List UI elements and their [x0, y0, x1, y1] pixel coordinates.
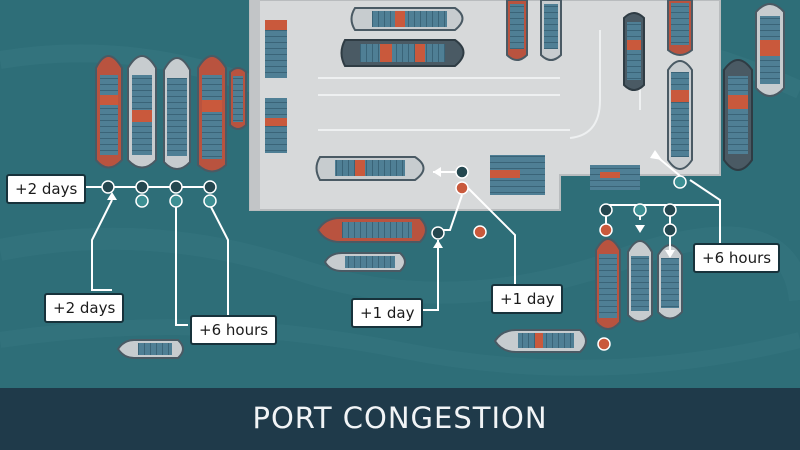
ship-right-1	[723, 59, 753, 171]
ship-low-2	[323, 252, 406, 272]
ship-rq-2	[627, 240, 653, 323]
page-title: PORT CONGESTION	[252, 401, 548, 435]
ship-dock-v4	[667, 0, 693, 56]
ship-dock-v5	[667, 60, 693, 170]
ship-queue-2	[127, 55, 157, 169]
ship-rq-1	[595, 238, 621, 330]
ship-low-1	[316, 217, 427, 243]
ship-top-1	[350, 7, 464, 31]
ship-low-3	[116, 339, 184, 359]
ship-dock-v2	[540, 0, 562, 61]
ship-queue-5	[229, 67, 247, 130]
ship-rq-3	[657, 244, 683, 320]
ship-right-2	[755, 3, 785, 97]
delay-label-left-short: +6 hours	[190, 315, 278, 345]
ship-top-2	[340, 39, 465, 67]
delay-label-left-queue: +2 days	[6, 174, 87, 204]
ship-berth-left	[315, 156, 425, 181]
delay-label-left-branch: +2 days	[44, 293, 125, 323]
ship-queue-4	[197, 55, 227, 173]
ship-queue-3	[163, 57, 191, 170]
delay-label-center-left: +1 day	[351, 298, 424, 328]
title-banner	[0, 388, 800, 450]
ship-low-4	[493, 329, 587, 353]
markers	[101, 165, 687, 351]
delay-label-right-queue: +6 hours	[693, 243, 781, 273]
ship-dock-v3	[623, 12, 645, 91]
delay-label-center-right: +1 day	[491, 284, 564, 314]
ship-queue-1	[95, 55, 123, 169]
ship-dock-v1	[506, 0, 528, 61]
